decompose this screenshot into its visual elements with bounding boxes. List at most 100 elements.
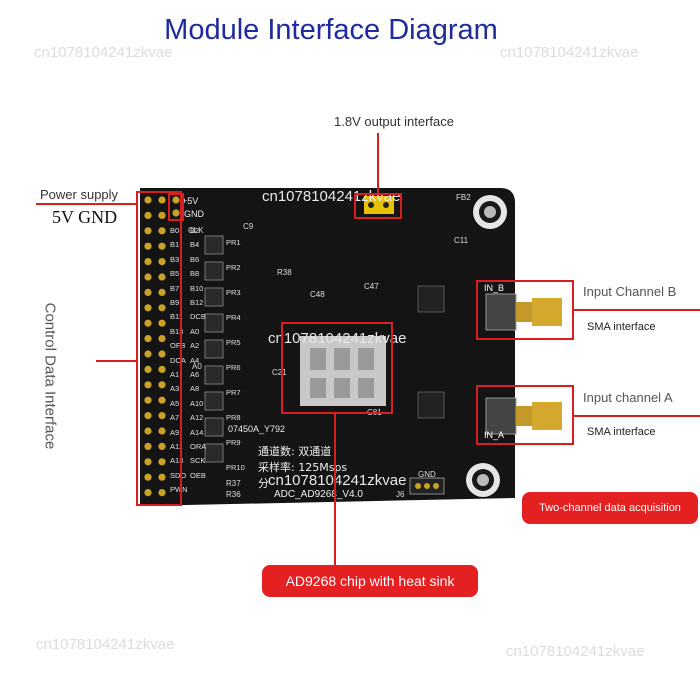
pin-label-right: B12: [190, 298, 204, 307]
pin-label-left: B3: [170, 254, 180, 264]
watermark-top-left: cn1078104241zkvae: [34, 44, 173, 61]
pin-label-left: A5: [170, 398, 180, 408]
pin-label-right: A2: [190, 341, 200, 351]
pin-label-left: SDO: [170, 470, 187, 480]
silk-r36: R36: [226, 490, 241, 499]
pin-label-left: B11: [170, 312, 183, 322]
label-control-data: Control Data Interface: [41, 302, 59, 450]
header-pin: [158, 227, 166, 235]
pin-label-right: B8: [190, 269, 200, 279]
power-pin: [172, 209, 180, 217]
silk-c21: C21: [272, 368, 287, 377]
highlight-input-a: [476, 385, 574, 445]
pr-label: PR1: [226, 238, 241, 247]
silk-a0: A0: [192, 362, 202, 371]
silk-in-a: IN_A: [484, 430, 505, 440]
silk-in-b: IN_B: [484, 283, 505, 293]
silk-c9: C9: [243, 222, 254, 231]
pr-label: PR10: [226, 463, 245, 472]
pin-label-right: A8: [190, 384, 200, 394]
silk-resolution: 分: [258, 477, 269, 490]
silk-chip-code: 07450A_Y792: [228, 424, 286, 434]
header-pin: [158, 412, 166, 420]
silk-r38: R38: [277, 268, 292, 277]
pr-label: PR7: [226, 388, 241, 397]
header-pin: [158, 489, 166, 497]
header-pin: [158, 196, 166, 204]
header-pin: [158, 258, 166, 266]
pin-label-right: A6: [190, 370, 200, 379]
pin-label-right: B2: [190, 226, 200, 235]
leader-power-supply: [36, 203, 136, 205]
pr-label: PR5: [226, 338, 241, 347]
label-power-supply: Power supply: [40, 187, 119, 202]
silk-gnd-header: GND: [418, 470, 436, 479]
header-pin: [158, 427, 166, 435]
label-1v8-output: 1.8V output interface: [334, 114, 454, 129]
badge-chip: AD9268 chip with heat sink: [262, 565, 478, 597]
header-pin: [158, 365, 166, 373]
header-pin: [144, 335, 152, 343]
pin-label-left: A1: [170, 370, 180, 379]
label-input-a: Input channel A: [583, 390, 673, 405]
header-pin: [158, 319, 166, 327]
pin-label-left: PWN: [170, 485, 188, 495]
watermark-board-middle: cn1078104241zkvae: [268, 330, 407, 347]
pr-label: PR2: [226, 263, 241, 272]
header-pin: [144, 489, 152, 497]
silk-clk: CLK: [188, 226, 204, 235]
header-pin: [144, 242, 152, 250]
header-pin: [144, 350, 152, 358]
silk-c48: C48: [310, 290, 325, 299]
pin-label-left: OFB: [170, 341, 186, 351]
header-pin: [158, 442, 166, 450]
header-pin: [158, 458, 166, 466]
pr-label: PR8: [226, 413, 241, 422]
pin-label-left: B1: [170, 240, 180, 250]
pr-label: PR9: [226, 438, 241, 447]
silk-r37: R37: [226, 479, 241, 488]
watermark-bottom-right: cn1078104241zkvae: [506, 643, 645, 660]
header-pin: [144, 365, 152, 373]
header-pin: [144, 396, 152, 404]
label-sma-b: SMA interface: [587, 321, 656, 333]
pin-label-left: A3: [170, 384, 180, 394]
header-pin: [144, 412, 152, 420]
pin-label-right: A14: [190, 427, 204, 437]
label-5v-gnd: 5V GND: [52, 207, 118, 227]
header-pin: [144, 442, 152, 450]
highlight-pin-header: [136, 191, 182, 506]
leader-control-data: [96, 360, 138, 362]
pin-label-right: A12: [190, 413, 204, 423]
header-pin: [158, 304, 166, 312]
pin-label-right: B6: [190, 254, 200, 264]
label-input-b: Input Channel B: [583, 284, 677, 299]
pin-label-right: SCK: [190, 456, 206, 466]
silk-model: ADC_AD9268_V4.0: [274, 489, 363, 500]
header-pin: [144, 273, 152, 281]
header-pin: [158, 211, 166, 219]
header-pin: [144, 381, 152, 389]
header-pin: [144, 304, 152, 312]
silk-channels: 通道数: 双通道: [258, 445, 332, 458]
header-pin: [158, 335, 166, 343]
watermark-board-bottom: cn1078104241zkvae: [268, 472, 407, 489]
silk-gnd: GND: [184, 209, 204, 219]
pin-label-left: B9: [170, 298, 180, 307]
silk-sample-rate: 采样率: 125Msps: [258, 461, 348, 474]
header-pin: [144, 196, 152, 204]
watermark-top-right: cn1078104241zkvae: [500, 44, 639, 61]
silk-fb2: FB2: [456, 193, 471, 202]
pin-label-left: A13: [170, 456, 184, 466]
pin-label-left: A9: [170, 427, 180, 437]
header-pin: [144, 211, 152, 219]
pin-label-right: B4: [190, 240, 200, 250]
leader-chip: [334, 414, 336, 566]
silk-plus5v: +5V: [182, 196, 199, 206]
pin-label-left: A11: [170, 442, 183, 451]
silk-c11: C11: [454, 236, 469, 245]
header-pin: [158, 273, 166, 281]
highlight-1v8-jumper: [354, 193, 402, 219]
header-pin: [144, 319, 152, 327]
